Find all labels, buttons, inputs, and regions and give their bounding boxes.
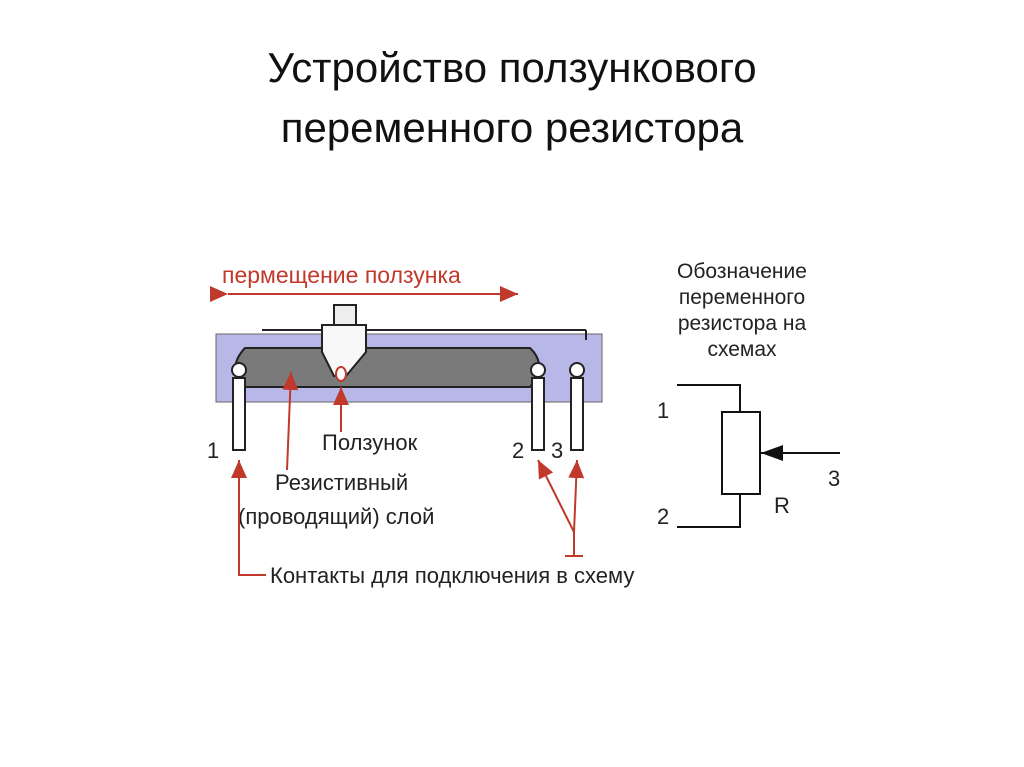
pin-2-label: 2 [512,438,524,463]
movement-label: пермещение ползунка [222,262,461,288]
contact-2-pointer [537,459,575,533]
symbol-caption-2: переменного [679,286,805,309]
slider-label: Ползунок [322,430,418,455]
pin-1-head [231,362,247,378]
contacts-label: Контакты для подключения в схему [270,563,634,588]
symbol-caption-4: схемах [707,338,777,361]
pin-3 [570,377,584,451]
symbol-terminal-2: 2 [657,504,669,529]
resistive-label-2: (проводящий) слой [238,504,434,529]
slider-knob [333,304,357,328]
symbol-terminal-3: 3 [828,466,840,491]
pin-1-label: 1 [207,438,219,463]
pin-1 [232,377,246,451]
contact-1-pointer [231,460,266,576]
symbol-lead-1 [677,384,741,412]
contact-3-pointer [568,459,585,533]
title-line-2: переменного резистора [280,104,744,151]
pin-2-head [530,362,546,378]
pin-3-label: 3 [551,438,563,463]
slide-title: Устройство ползункового переменного рези… [0,38,1024,158]
title-line-1: Устройство ползункового [267,44,757,91]
symbol-terminal-1: 1 [657,398,669,423]
symbol-caption-1: Обозначение [677,260,807,283]
symbol-resistor-letter: R [774,493,790,518]
resistive-pointer [282,371,299,471]
symbol-caption-3: резистора на [678,312,807,335]
symbol-resistor-body [721,411,761,495]
wiper-contact [335,366,347,382]
resistive-label-1: Резистивный [275,470,408,495]
pin-3-head [569,362,585,378]
pin-2 [531,377,545,451]
symbol-lead-2 [677,494,741,528]
resistive-layer [234,347,540,388]
